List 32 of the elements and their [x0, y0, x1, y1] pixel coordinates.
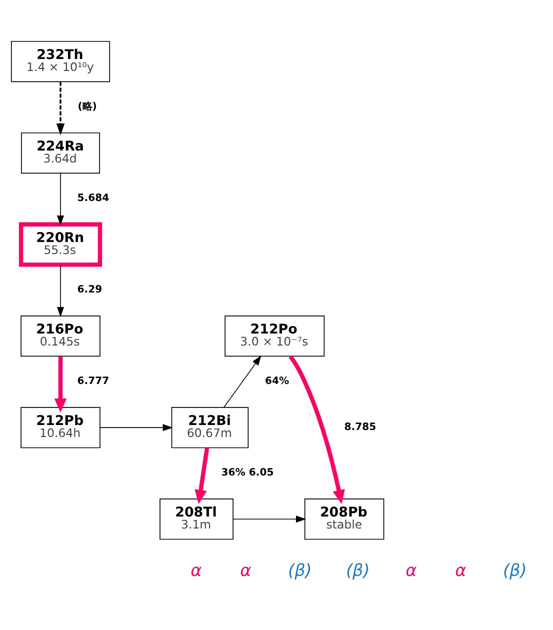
node-box: 224Ra 3.64d	[21, 132, 100, 174]
arrow	[232, 515, 306, 522]
edge-label: 5.684	[77, 192, 110, 204]
label: α	[406, 560, 417, 580]
node-box: 232Th 1.4 × 10¹⁰y	[10, 40, 110, 82]
arrow	[288, 354, 345, 504]
arrow	[56, 172, 64, 226]
node-box: 216Po 0.145s	[20, 315, 100, 356]
label: α	[455, 560, 466, 580]
arrow	[56, 264, 64, 317]
edge-label: 6.29	[77, 284, 102, 295]
node-box: 212Bi 60.67m	[171, 406, 249, 448]
label: (β)	[346, 560, 370, 580]
label: (β)	[502, 560, 527, 580]
edge-label: 36% 6.05	[221, 467, 274, 478]
arrow	[194, 447, 210, 504]
node-box: 208Pb stable	[304, 498, 384, 540]
arrow	[224, 354, 262, 408]
label: α	[190, 560, 202, 580]
node-box: 212Pb 10.64h	[20, 406, 100, 448]
label: (β)	[288, 560, 312, 580]
node-box: 208Tl 3.1m	[160, 498, 234, 540]
node-box: 212Po 3.0 × 10⁻⁷s	[224, 315, 325, 356]
label: α	[240, 560, 252, 580]
arrow	[56, 81, 65, 135]
arrow	[100, 424, 173, 431]
edge-label: 8.785	[344, 421, 376, 432]
node-box: 220Rn 55.3s	[18, 222, 102, 266]
edge-label: (略)	[78, 100, 97, 112]
edge-label: 6.777	[77, 376, 110, 387]
arrow	[54, 356, 67, 412]
edge-label: 64%	[264, 376, 290, 387]
